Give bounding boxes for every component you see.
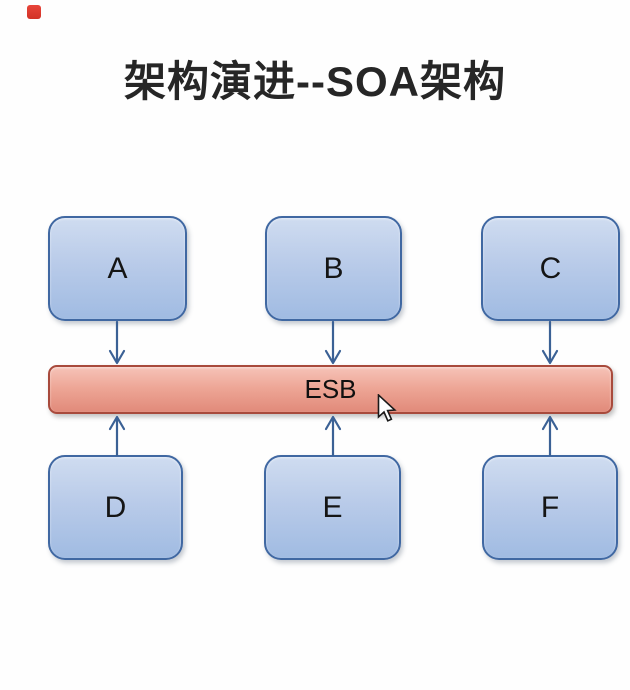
node-b: B	[265, 216, 402, 321]
node-c-label: C	[539, 251, 562, 285]
esb-bus-label: ESB	[304, 374, 357, 404]
connector-d-to-esb	[108, 415, 126, 457]
node-e: E	[264, 455, 401, 560]
node-b-label: B	[323, 251, 344, 285]
connector-e-to-esb	[324, 415, 342, 457]
node-f-label: F	[540, 490, 560, 524]
node-e-label: E	[322, 490, 343, 524]
connector-a-to-esb	[108, 320, 126, 365]
node-d-label: D	[104, 490, 127, 524]
esb-bus: ESB	[48, 365, 613, 414]
node-a: A	[48, 216, 187, 321]
red-app-icon	[27, 5, 41, 19]
connector-f-to-esb	[541, 415, 559, 457]
page-title: 架构演进--SOA架构	[124, 58, 506, 105]
connector-b-to-esb	[324, 320, 342, 365]
node-f: F	[482, 455, 618, 560]
node-c: C	[481, 216, 620, 321]
node-d: D	[48, 455, 183, 560]
connector-c-to-esb	[541, 320, 559, 365]
node-a-label: A	[107, 251, 128, 285]
